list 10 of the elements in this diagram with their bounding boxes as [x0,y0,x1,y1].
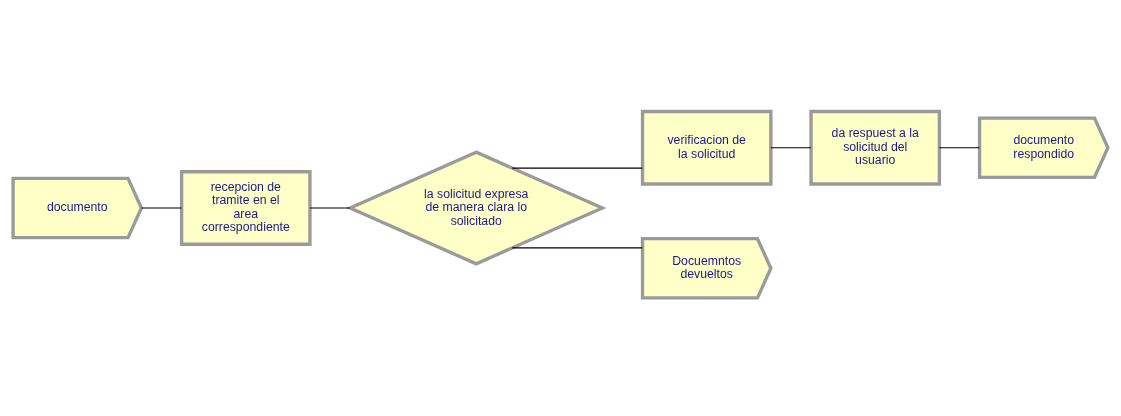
connector [511,247,643,249]
node-box: verificacion de la solicitud [640,109,773,186]
node-box: recepcion de tramite en el area correspondiente [179,170,312,246]
connector [938,147,980,149]
connector [770,147,812,149]
node-box: da respuest a la solicitud del usuario [809,109,942,186]
node-diamond: la solicitud expresa de manera clara lo solicitado [346,150,607,266]
connector [140,207,183,209]
connector [511,167,643,169]
connector [309,207,351,209]
